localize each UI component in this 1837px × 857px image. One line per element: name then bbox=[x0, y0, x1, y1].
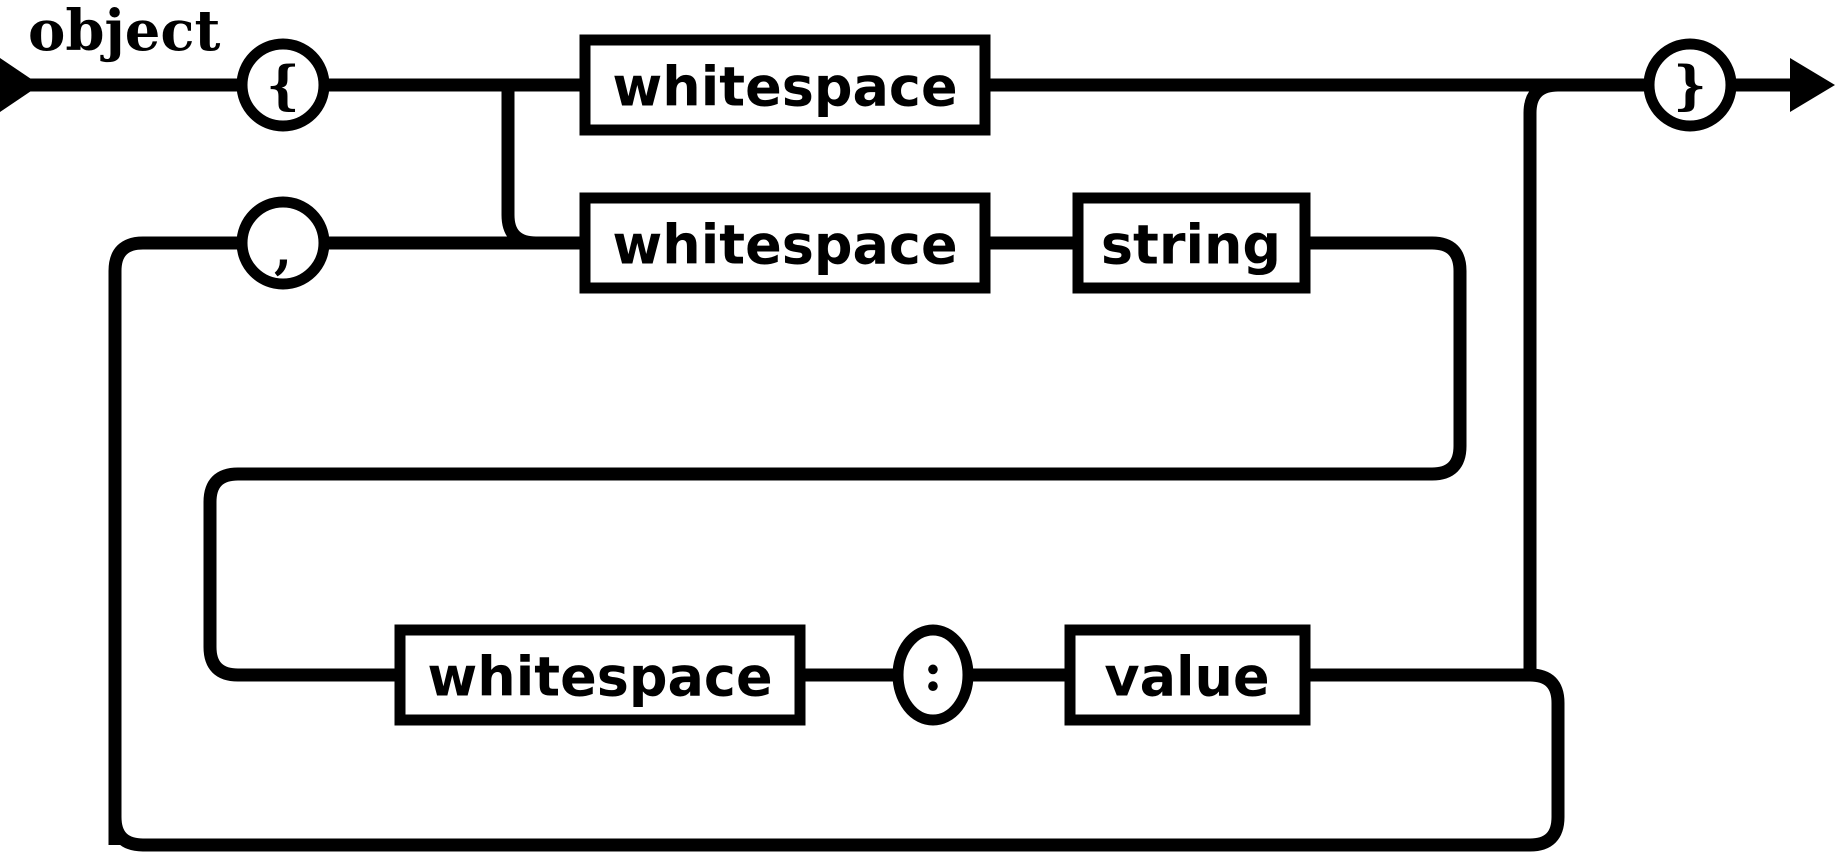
track-left-loop-riser bbox=[108, 236, 248, 845]
colon-label: : bbox=[923, 643, 942, 704]
node-value[interactable]: value bbox=[1064, 624, 1311, 726]
node-string[interactable]: string bbox=[1072, 192, 1311, 294]
whitespace-mid-label: whitespace bbox=[612, 214, 957, 277]
whitespace-bottom-box bbox=[394, 624, 806, 726]
node-whitespace-mid[interactable]: whitespace bbox=[579, 192, 991, 294]
page-title: object bbox=[28, 0, 220, 64]
colon-circle bbox=[892, 624, 974, 726]
close-brace-circle bbox=[1643, 38, 1737, 132]
entry-arrow-icon bbox=[0, 58, 40, 112]
value-label: value bbox=[1104, 646, 1269, 709]
node-open-brace[interactable]: { bbox=[236, 38, 330, 132]
track-brace-branch-down bbox=[501, 85, 585, 250]
node-comma[interactable]: , bbox=[236, 196, 330, 290]
track-return-to-bottom-whitespace bbox=[203, 467, 400, 682]
whitespace-mid-box bbox=[579, 192, 991, 294]
node-whitespace-top[interactable]: whitespace bbox=[579, 34, 991, 136]
node-close-brace[interactable]: } bbox=[1643, 38, 1737, 132]
track-right-riser bbox=[1523, 78, 1559, 675]
value-box bbox=[1064, 624, 1311, 726]
exit-arrow-icon bbox=[1790, 58, 1835, 112]
comma-circle bbox=[236, 196, 330, 290]
track-string-to-return bbox=[238, 236, 1467, 481]
comma-label: , bbox=[274, 220, 292, 281]
string-box bbox=[1072, 192, 1311, 294]
whitespace-bottom-label: whitespace bbox=[427, 646, 772, 709]
open-brace-label: { bbox=[266, 56, 299, 117]
open-brace-circle bbox=[236, 38, 330, 132]
node-colon[interactable]: : bbox=[892, 624, 974, 726]
node-whitespace-bottom[interactable]: whitespace bbox=[394, 624, 806, 726]
track-bottom-repeat-loop bbox=[108, 668, 1565, 852]
string-label: string bbox=[1101, 214, 1281, 277]
close-brace-label: } bbox=[1673, 56, 1706, 117]
whitespace-top-label: whitespace bbox=[612, 56, 957, 119]
whitespace-top-box bbox=[579, 34, 991, 136]
